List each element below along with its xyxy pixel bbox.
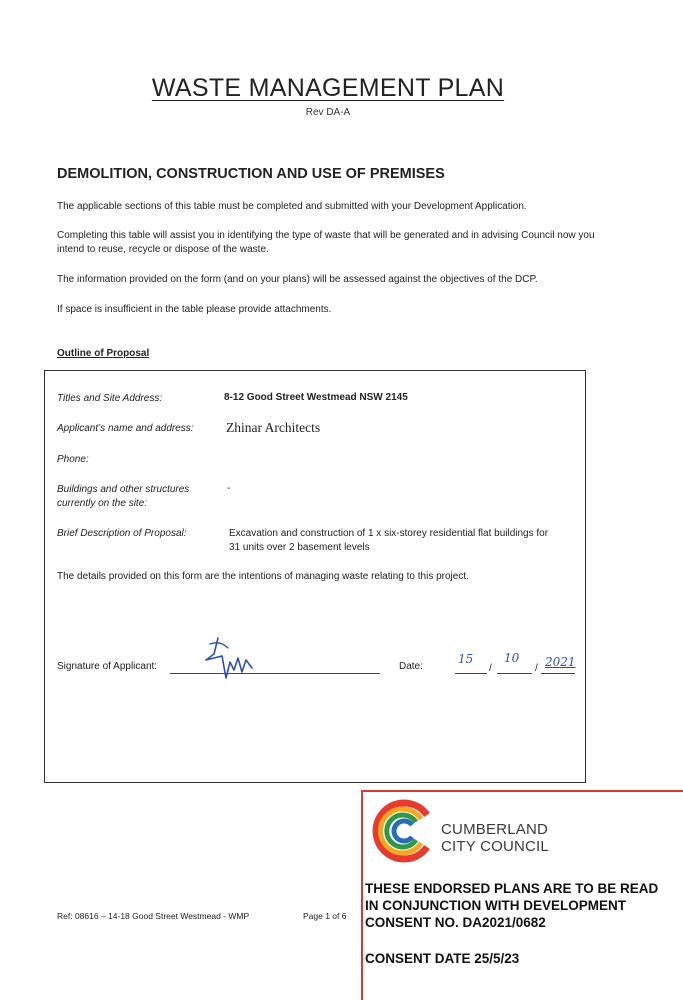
date-day: 15 [458, 652, 474, 666]
site-address-label: Titles and Site Address: [57, 393, 163, 404]
date-separator: / [489, 663, 492, 674]
consent-date: CONSENT DATE 25/5/23 [365, 951, 520, 966]
date-year-line [541, 673, 575, 674]
description-value: Excavation and construction of 1 x six-s… [229, 528, 549, 553]
date-label: Date: [399, 661, 423, 672]
applicant-value: Zhinar Architects [226, 420, 321, 435]
intro-paragraph: If space is insufficient in the table pl… [57, 304, 332, 315]
intro-paragraph: Completing this table will assist you in… [57, 230, 595, 255]
date-month: 10 [504, 651, 520, 665]
description-label: Brief Description of Proposal: [57, 528, 187, 539]
outline-heading: Outline of Proposal [57, 348, 150, 359]
document-title: WASTE MANAGEMENT PLAN [151, 74, 505, 102]
signature-label: Signature of Applicant: [57, 661, 158, 672]
endorsement-text: IN CONJUNCTION WITH DEVELOPMENT [365, 898, 627, 913]
date-year: 2021 [545, 655, 576, 669]
footer-reference: Ref: 08616 – 14-18 Good Street Westmead … [57, 911, 250, 921]
revision-label: Rev DA-A [305, 107, 351, 118]
date-day-line [455, 673, 487, 674]
site-address-value: 8-12 Good Street Westmead NSW 2145 [224, 392, 408, 403]
existing-structures-value: - [227, 483, 231, 494]
date-month-line [497, 673, 532, 674]
applicant-signature [205, 637, 253, 679]
council-endorsement-stamp [361, 790, 683, 1000]
intro-paragraph: The applicable sections of this table mu… [57, 201, 527, 212]
date-separator: / [535, 663, 538, 674]
intro-paragraph: The information provided on the form (an… [57, 274, 538, 285]
council-name-line-2: CITY COUNCIL [441, 838, 549, 855]
section-heading: DEMOLITION, CONSTRUCTION AND USE OF PREM… [57, 166, 445, 182]
signature-line [170, 673, 380, 674]
footer-page-number: Page 1 of 6 [303, 911, 347, 921]
intent-note: The details provided on this form are th… [57, 571, 469, 582]
existing-structures-label: Buildings and other structures currently… [57, 484, 190, 509]
endorsement-text: THESE ENDORSED PLANS ARE TO BE READ [365, 881, 659, 896]
council-name-line-1: CUMBERLAND [441, 821, 549, 838]
cumberland-council-logo [372, 799, 430, 863]
proposal-form-box [44, 370, 586, 783]
phone-label: Phone: [57, 454, 89, 465]
consent-number: CONSENT NO. DA2021/0682 [365, 915, 546, 930]
applicant-label: Applicant’s name and address: [57, 423, 194, 434]
